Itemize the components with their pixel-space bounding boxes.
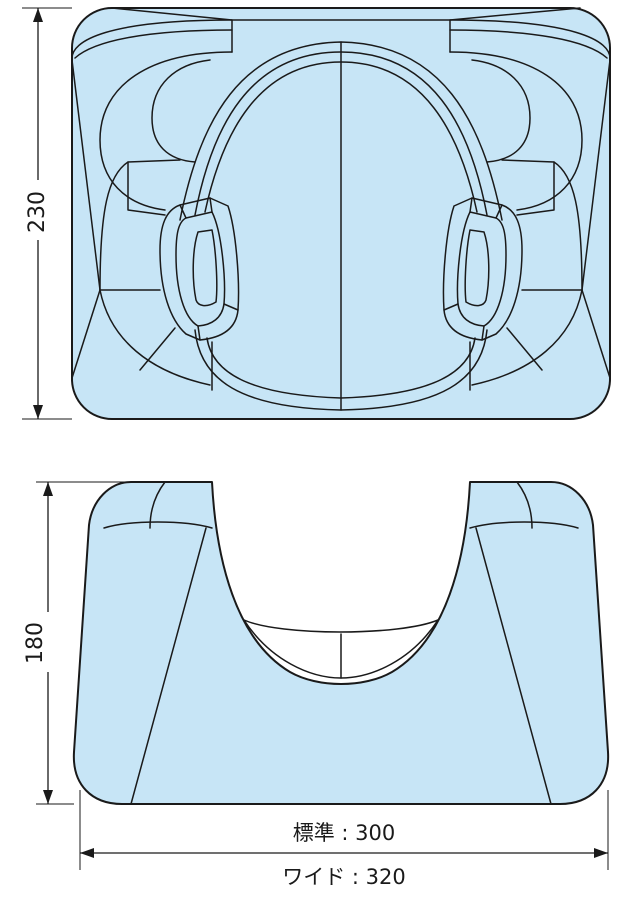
arrow-left-icon bbox=[80, 848, 94, 858]
front-view-height-label: 180 bbox=[23, 622, 48, 664]
arrow-down-icon bbox=[43, 790, 53, 804]
top-view-height-dimension: 230 bbox=[20, 7, 72, 420]
top-view-height-label: 230 bbox=[25, 191, 50, 233]
arrow-right-icon bbox=[594, 848, 608, 858]
arrow-down-icon bbox=[33, 405, 43, 419]
front-view-height-dimension: 180 bbox=[23, 481, 131, 805]
width-dimension: 標準 : 300 ワイド : 320 bbox=[79, 790, 609, 889]
front-view-pillow bbox=[72, 481, 610, 805]
top-view-pillow bbox=[71, 7, 611, 420]
standard-width-label: 標準 : 300 bbox=[293, 821, 396, 845]
wide-width-label: ワイド : 320 bbox=[282, 865, 406, 889]
arrow-up-icon bbox=[33, 8, 43, 22]
arrow-up-icon bbox=[43, 482, 53, 496]
